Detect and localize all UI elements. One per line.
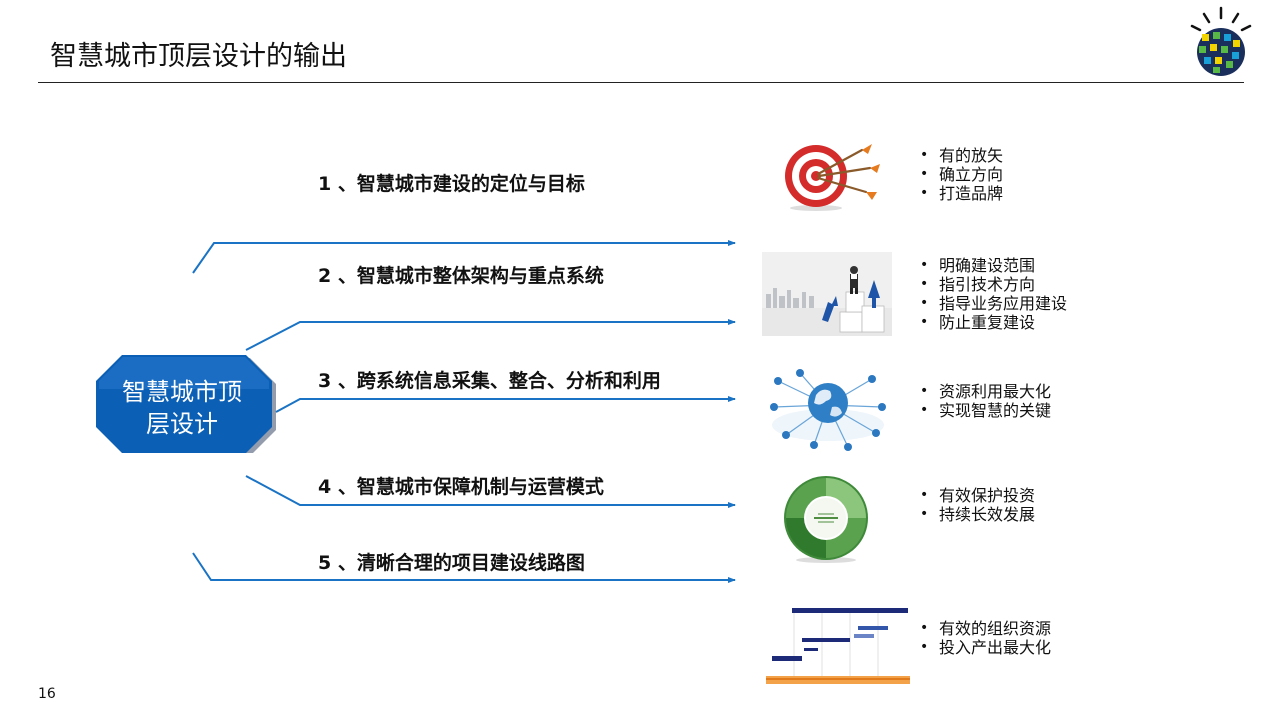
gantt-roadmap-image	[766, 604, 910, 686]
bullet-item: 打造品牌	[920, 184, 1003, 203]
connector-3	[275, 396, 736, 413]
item-3-title: 3 、跨系统信息采集、整合、分析和利用	[318, 370, 661, 392]
bullet-item: 投入产出最大化	[920, 638, 1051, 657]
item-2-bullets: 明确建设范围 指引技术方向 指导业务应用建设 防止重复建设	[920, 256, 1067, 332]
globe-network-image	[770, 369, 886, 451]
item-5-title: 5 、清晰合理的项目建设线路图	[318, 552, 585, 574]
bullet-item: 持续长效发展	[920, 505, 1035, 524]
bullet-item: 防止重复建设	[920, 313, 1067, 332]
item-3-bullets: 资源利用最大化 实现智慧的关键	[920, 382, 1051, 420]
item-4-bullets: 有效保护投资 持续长效发展	[920, 486, 1035, 524]
smarter-planet-logo	[1190, 6, 1252, 76]
bullet-item: 有的放矢	[920, 146, 1003, 165]
connector-2	[245, 319, 736, 351]
bullet-item: 明确建设范围	[920, 256, 1067, 275]
hub-label: 智慧城市顶 层设计	[96, 376, 268, 440]
item-1-title: 1 、智慧城市建设的定位与目标	[318, 173, 585, 195]
businessman-arrows-image	[762, 252, 892, 336]
page-number: 16	[38, 686, 56, 702]
connector-1	[192, 240, 736, 274]
connector-4	[245, 475, 736, 508]
bullet-item: 指引技术方向	[920, 275, 1067, 294]
bullet-item: 资源利用最大化	[920, 382, 1051, 401]
hub-octagon	[96, 355, 276, 453]
connector-5	[192, 552, 736, 583]
item-2-title: 2 、智慧城市整体架构与重点系统	[318, 265, 604, 287]
sustainable-cycle-image	[784, 476, 868, 563]
bullet-item: 实现智慧的关键	[920, 401, 1051, 420]
item-1-bullets: 有的放矢 确立方向 打造品牌	[920, 146, 1003, 203]
bullet-item: 有效的组织资源	[920, 619, 1051, 638]
bullet-item: 有效保护投资	[920, 486, 1035, 505]
hub-label-line-2: 层设计	[146, 410, 218, 438]
target-icon	[785, 144, 880, 211]
hub-label-line-1: 智慧城市顶	[122, 378, 242, 406]
bullet-item: 确立方向	[920, 165, 1003, 184]
item-4-title: 4 、智慧城市保障机制与运营模式	[318, 476, 604, 498]
page-title: 智慧城市顶层设计的输出	[50, 41, 347, 72]
title-divider	[38, 82, 1244, 83]
bullet-item: 指导业务应用建设	[920, 294, 1067, 313]
item-5-bullets: 有效的组织资源 投入产出最大化	[920, 619, 1051, 657]
